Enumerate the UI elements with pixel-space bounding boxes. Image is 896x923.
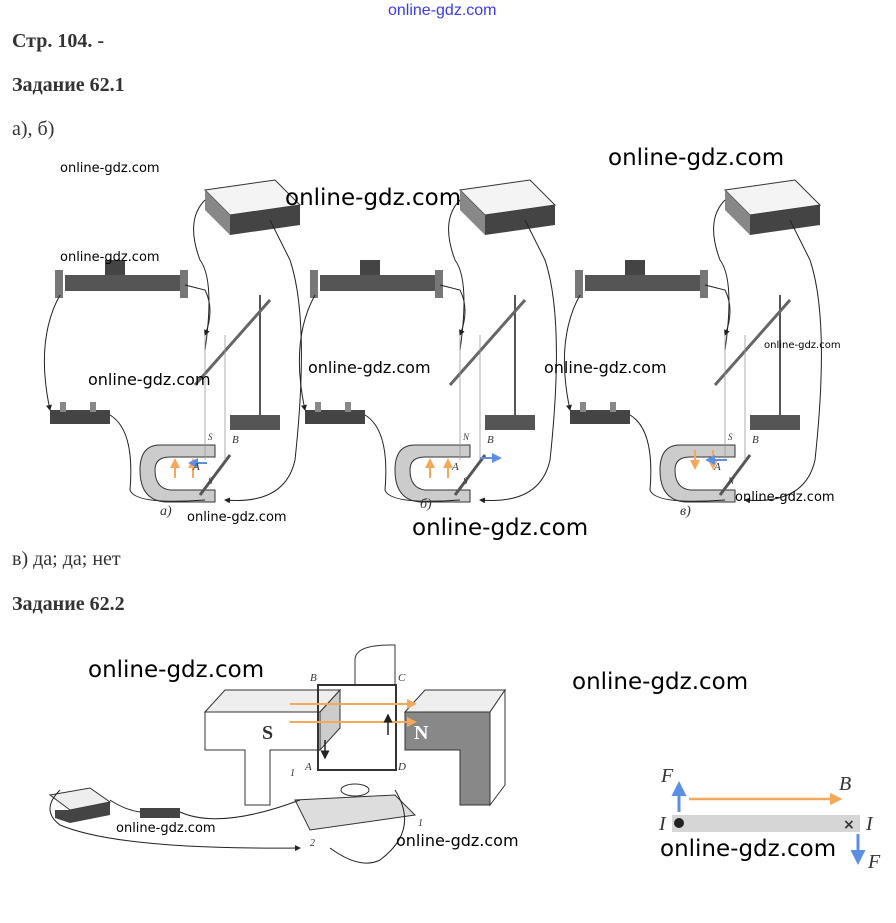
force-label-top: F [660,765,674,787]
pole-label: N [727,476,735,486]
watermark: online-gdz.com [187,510,287,525]
watermark: online-gdz.com [60,250,160,265]
watermark: online-gdz.com [285,185,462,211]
watermark: online-gdz.com [608,145,785,171]
field-label: B [839,773,851,795]
force-label-bottom: F [867,851,881,873]
frame-label: B [310,672,317,684]
figure-a-apparatus [44,180,301,502]
frame-motor-diagram: S N B C A D 1 2 1 [48,644,506,864]
page-reference: Стр. 104. - [12,30,105,52]
frame-label: 1 [290,768,295,779]
task-62-1-title: Задание 62.1 [12,74,125,96]
pole-label: S [463,476,468,486]
magnet-s-label: S [262,722,273,744]
watermark: online-gdz.com [764,340,841,351]
watermark: online-gdz.com [88,657,265,683]
point-a-label: A [451,461,459,473]
frame-label: 2 [310,838,315,849]
current-label-left: I [658,813,667,835]
pole-label: S [208,432,213,442]
answer-v: в) да; да; нет [12,548,121,570]
caption-b: б) [420,497,432,512]
frame-label: D [397,761,406,773]
watermark: online-gdz.com [308,358,431,377]
figure-v-apparatus [564,180,821,502]
watermark: online-gdz.com [60,161,160,176]
force-diagram: × F B I I F [658,765,881,873]
caption-a: а) [160,504,172,519]
pole-label: S [208,476,213,486]
task-62-2-title: Задание 62.2 [12,593,125,615]
header-watermark[interactable]: online-gdz.com [388,2,497,19]
current-out-dot-icon [674,818,684,828]
answer-a-b: а), б) [12,118,55,140]
watermark: online-gdz.com [544,358,667,377]
current-in-cross-icon: × [843,817,855,833]
pole-label: S [728,432,733,442]
frame-label: 1 [418,818,423,829]
point-b-label: B [232,434,239,446]
watermark: online-gdz.com [735,490,835,505]
magnet-n-label: N [414,722,429,744]
caption-v: в) [680,504,691,519]
point-a-label: A [713,461,721,473]
point-a-label: A [192,461,200,473]
watermark: online-gdz.com [396,831,519,850]
watermark: online-gdz.com [572,669,749,695]
frame-label: C [398,672,406,684]
point-b-label: B [487,434,494,446]
figure-b-apparatus [299,180,556,502]
point-b-label: B [752,434,759,446]
watermark: online-gdz.com [88,370,211,389]
pole-label: N [462,432,470,442]
frame-label: A [304,761,312,773]
current-label-right: I [865,813,874,835]
watermark: online-gdz.com [660,836,837,862]
watermark: online-gdz.com [116,821,216,836]
watermark: online-gdz.com [412,515,589,541]
